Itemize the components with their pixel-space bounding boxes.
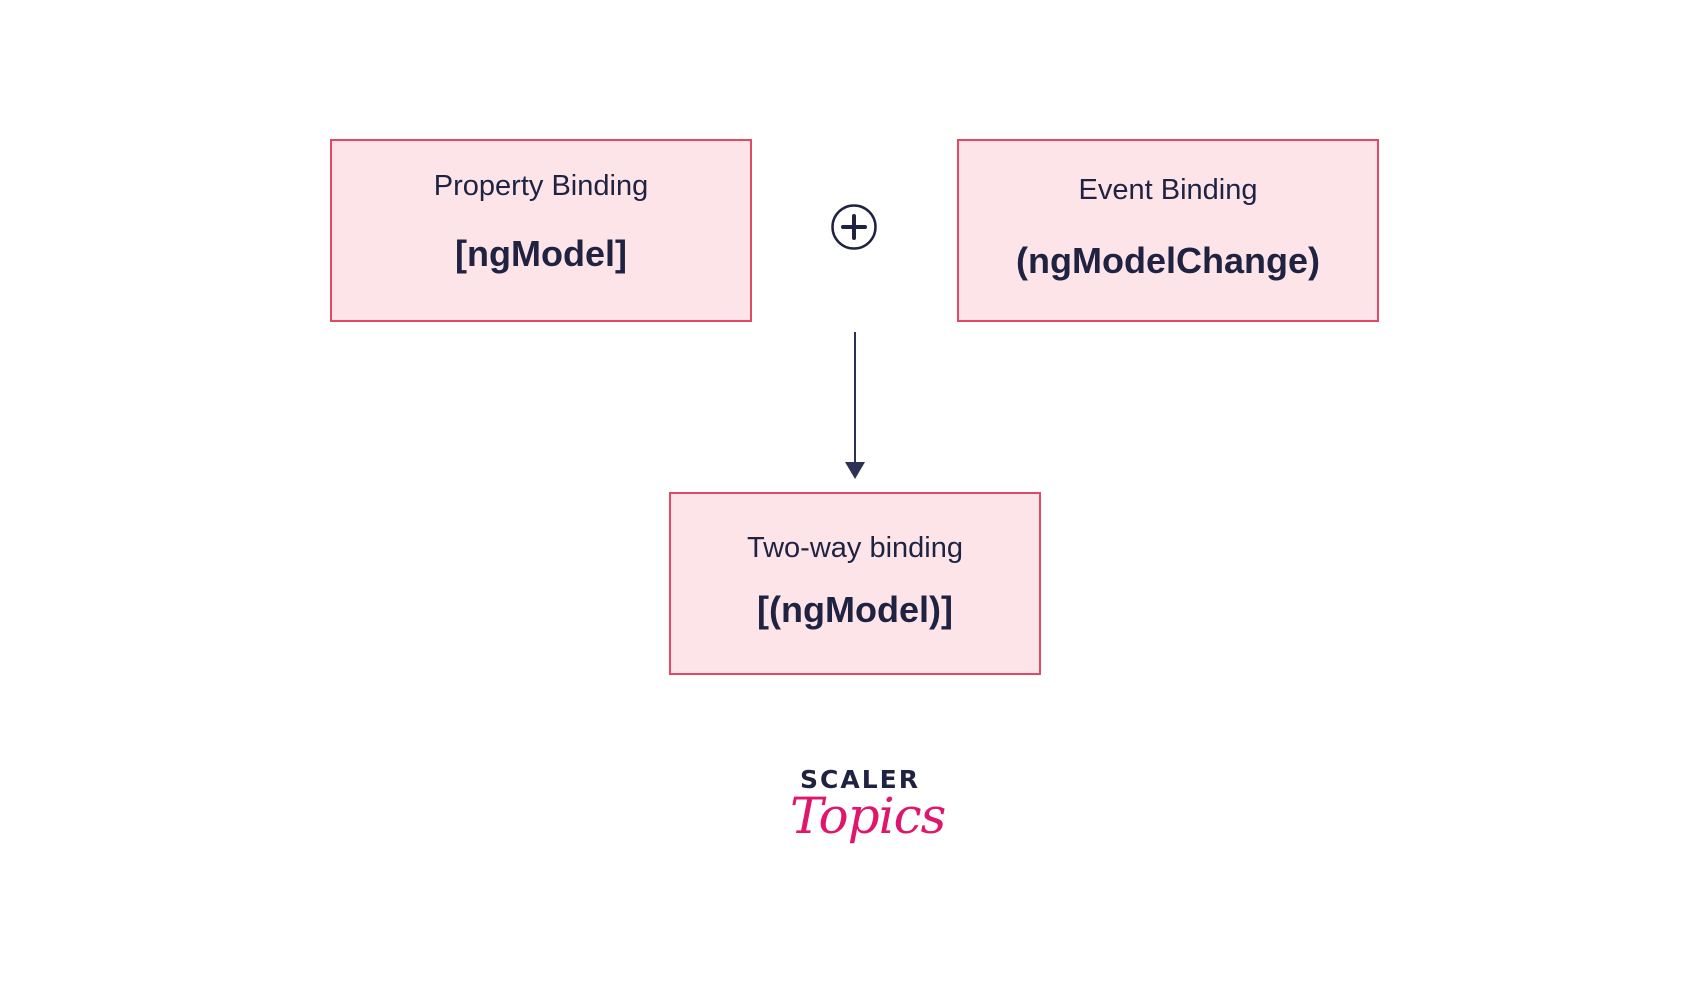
two-way-binding-code: [(ngModel)]	[757, 589, 953, 630]
plus-circle-icon	[831, 204, 877, 250]
two-way-binding-label: Two-way binding	[747, 532, 963, 564]
scaler-topics-logo: SCALER Topics	[790, 765, 946, 875]
property-binding-code: [ngModel]	[455, 233, 627, 274]
two-way-binding-box: Two-way binding [(ngModel)]	[669, 492, 1041, 675]
arrow-down-icon	[845, 332, 865, 479]
event-binding-label: Event Binding	[1078, 174, 1258, 206]
property-binding-box: Property Binding [ngModel]	[330, 139, 752, 322]
property-binding-label: Property Binding	[433, 170, 649, 202]
logo-brand-top: SCALER	[800, 765, 920, 794]
event-binding-box: Event Binding (ngModelChange)	[957, 139, 1379, 322]
logo-brand-bottom: Topics	[790, 787, 946, 845]
event-binding-code: (ngModelChange)	[1016, 240, 1320, 281]
